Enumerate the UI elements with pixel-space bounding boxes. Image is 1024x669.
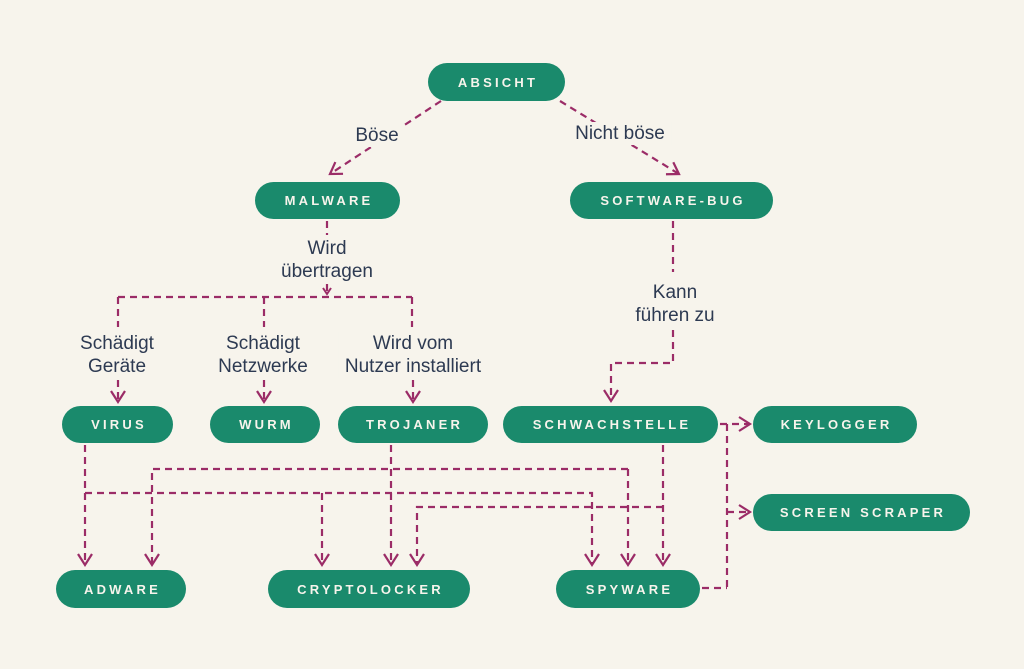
node-trojaner: TROJANER <box>338 406 488 443</box>
node-malware: MALWARE <box>255 182 400 219</box>
edge-label-kann-fuehren-zu-line: Kann <box>652 282 698 303</box>
node-schwachstelle: SCHWACHSTELLE <box>503 406 718 443</box>
node-software-bug: SOFTWARE-BUG <box>570 182 773 219</box>
edge-trojaner-bus-to-adware <box>144 467 628 568</box>
node-cryptolocker: CRYPTOLOCKER <box>268 570 470 608</box>
edge-label-wird-vom-nutzer-line: Nutzer installiert <box>344 356 482 377</box>
edge-label-schaedigt-geraete-line: Schädigt <box>80 333 154 354</box>
edge-label-schaedigt-netzwerke-line: Netzwerke <box>218 356 308 377</box>
edge-label-boese-line: Böse <box>355 125 399 146</box>
edge-label-kann-fuehren-zu-line: führen zu <box>635 305 715 326</box>
edge-label-boese: Böse <box>349 124 405 147</box>
edge-label-nicht-boese-line: Nicht böse <box>575 123 665 144</box>
edge-label-nicht-boese: Nicht böse <box>569 122 671 145</box>
edge-softwarebug-schwachstelle <box>603 330 675 404</box>
node-adware: ADWARE <box>56 570 186 608</box>
edge-label-wird-uebertragen-line: übertragen <box>281 261 373 282</box>
node-absicht: ABSICHT <box>428 63 565 101</box>
node-screen-scraper: SCREEN SCRAPER <box>753 494 970 531</box>
node-keylogger: KEYLOGGER <box>753 406 917 443</box>
edge-label-wird-uebertragen-line: Wird <box>307 238 347 259</box>
node-spyware: SPYWARE <box>556 570 700 608</box>
node-virus: VIRUS <box>62 406 173 443</box>
node-wurm: WURM <box>210 406 320 443</box>
edge-label-schaedigt-netzwerke-line: Schädigt <box>226 333 300 354</box>
edge-label-wird-vom-nutzer-line: Wird vom <box>372 333 454 354</box>
edge-schwachstelle-bus-to-cryptolocker <box>409 505 663 568</box>
edge-label-schaedigt-geraete-line: Geräte <box>87 356 147 377</box>
edge-virus-bus-to-spyware <box>85 491 600 568</box>
